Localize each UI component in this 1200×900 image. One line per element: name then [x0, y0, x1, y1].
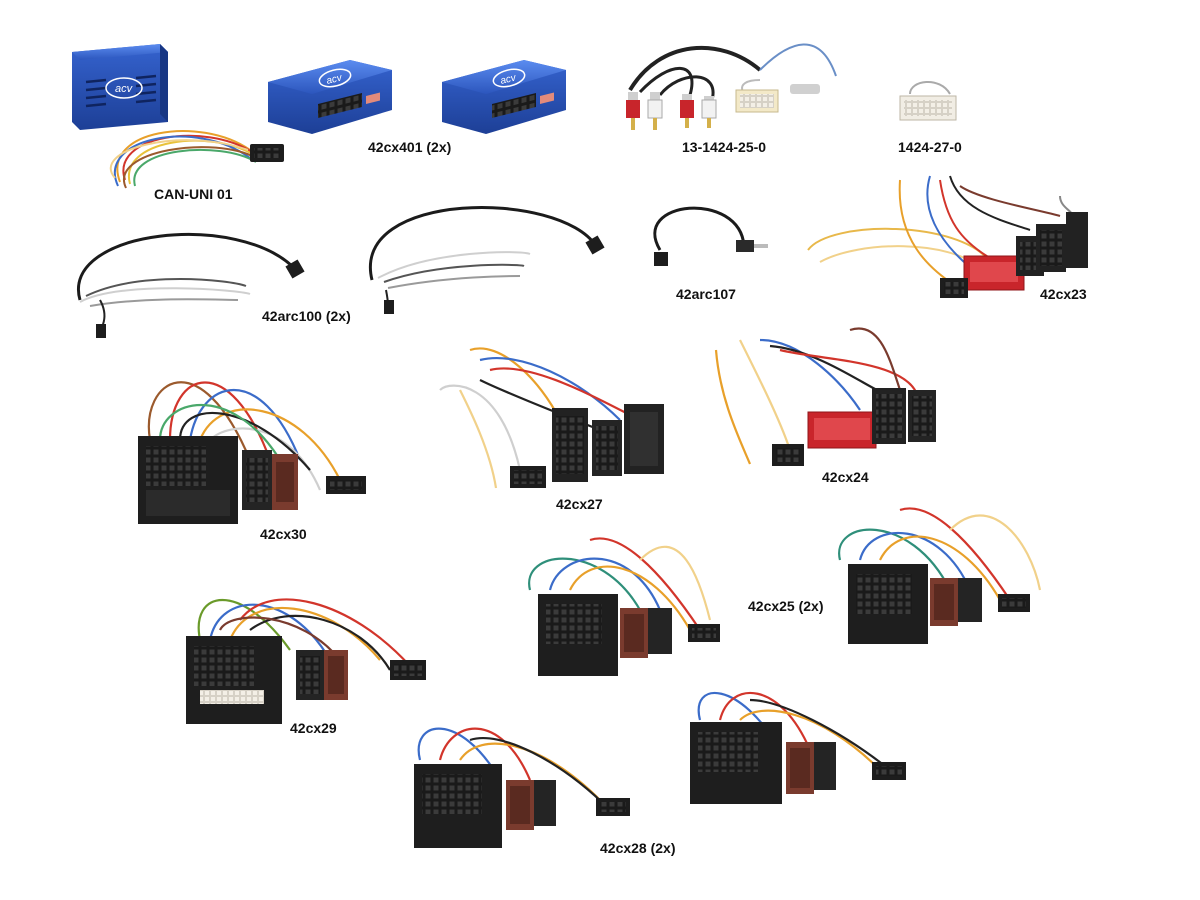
label-42arc107: 42arc107 — [676, 286, 736, 302]
cx25-connectors-1 — [538, 594, 720, 676]
label-42cx28: 42cx28 (2x) — [600, 840, 676, 856]
cx28-connectors-1 — [414, 764, 630, 848]
arc107-cable — [653, 206, 746, 251]
cx29-connectors — [186, 636, 426, 724]
cx25-connectors-2 — [848, 564, 1030, 644]
cx27-wires — [439, 347, 641, 489]
cx28-wires-1 — [417, 727, 611, 811]
label-42cx27: 42cx27 — [556, 496, 603, 512]
cx25-wires-2 — [838, 507, 1042, 601]
jack-plug — [736, 240, 754, 252]
label-42cx25: 42cx25 (2x) — [748, 598, 824, 614]
cx29-wires — [197, 598, 411, 671]
cx30-connectors — [138, 436, 366, 524]
cx25-wires-1 — [528, 537, 712, 631]
label-can-uni-01: CAN-UNI 01 — [154, 186, 233, 202]
label-42cx23: 42cx23 — [1040, 286, 1087, 302]
antenna-plug — [790, 84, 820, 94]
acv-logo — [105, 77, 143, 99]
label-1424-27-0: 1424-27-0 — [898, 139, 962, 155]
cx401-module-2: acv — [442, 60, 566, 134]
arc100-cable-2 — [368, 206, 598, 307]
acv-logo-text: acv — [325, 72, 344, 87]
label-42cx29: 42cx29 — [290, 720, 337, 736]
cx24-connectors — [772, 388, 936, 466]
can-uni-wires — [109, 130, 257, 189]
cx23-connectors — [940, 212, 1088, 298]
white-connector — [899, 80, 957, 121]
label-42cx401: 42cx401 (2x) — [368, 139, 452, 155]
cx30-wires — [147, 381, 341, 491]
label-42cx24: 42cx24 — [822, 469, 869, 485]
cx401-module-1: acv — [268, 60, 392, 134]
cx28-connectors-2 — [690, 722, 906, 804]
acv-logo-text: acv — [499, 72, 518, 87]
rca-cable — [628, 43, 837, 101]
rca-plugs — [626, 92, 717, 130]
label-13-1424-25-0: 13-1424-25-0 — [682, 139, 767, 155]
can-uni-module: acv — [72, 44, 168, 130]
acv-logo-text: acv — [115, 83, 134, 95]
label-42cx30: 42cx30 — [260, 526, 307, 542]
cx23-wires — [807, 175, 1073, 283]
cx27-connectors — [510, 404, 664, 488]
label-42arc100: 42arc100 (2x) — [262, 308, 351, 324]
